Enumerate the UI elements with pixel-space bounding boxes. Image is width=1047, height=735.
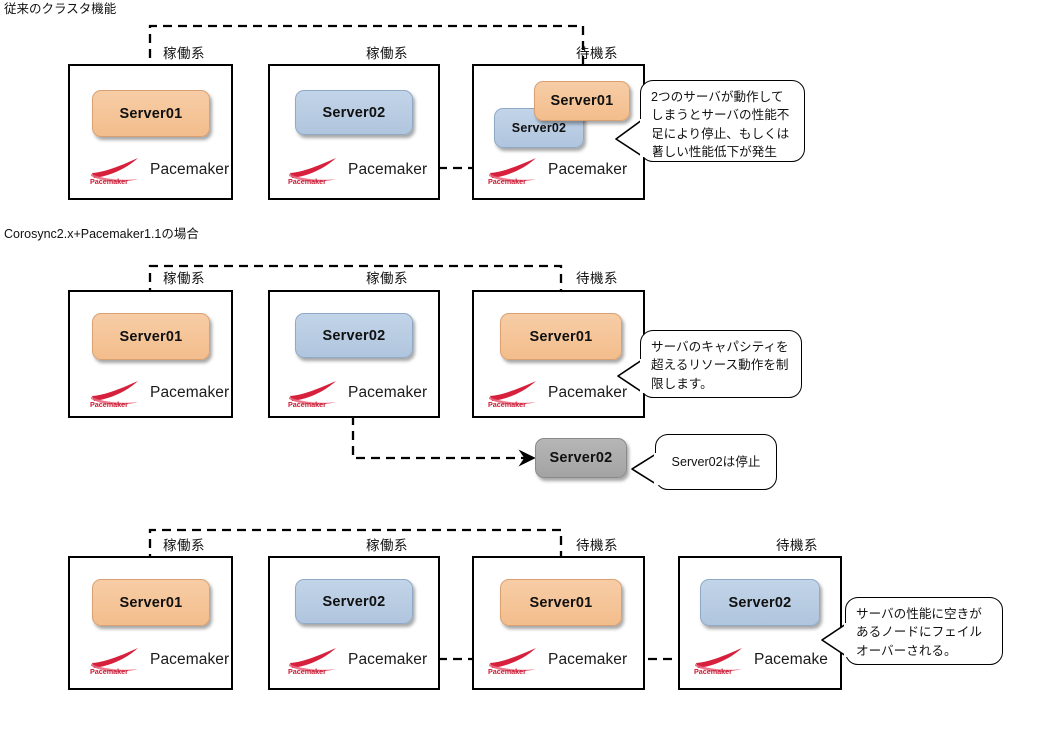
pacemaker-logo-icon: Pacemaker xyxy=(486,378,544,409)
brand-text-s3-node4: Pacemake xyxy=(754,651,829,668)
brand-text-s2-node2: Pacemaker xyxy=(348,384,428,401)
chip-s3-server02-node2: Server02 xyxy=(295,579,413,624)
brand-s2-node2: Pacemaker Pacemaker xyxy=(286,378,428,409)
callout-s1-warning: 2つのサーバが動作してしまうとサーバの性能不足により停止、もしくは著しい性能低下… xyxy=(640,80,805,162)
callout-s2-capacity: サーバのキャパシティを超えるリソース動作を制限します。 xyxy=(640,330,802,398)
chip-s1-server01-node3: Server01 xyxy=(534,81,630,121)
svg-text:Pacemaker: Pacemaker xyxy=(488,400,526,408)
svg-text:Pacemaker: Pacemaker xyxy=(288,177,326,185)
brand-text-s3-node2: Pacemaker xyxy=(348,651,428,668)
brand-text-s1-node1: Pacemaker xyxy=(150,161,230,178)
node-label-s1-active-2: 稼働系 xyxy=(366,46,408,61)
brand-s3-node2: Pacemaker Pacemaker xyxy=(286,645,428,676)
chip-s1-server02-node2: Server02 xyxy=(295,90,413,135)
brand-text-s3-node3: Pacemaker xyxy=(548,651,628,668)
chip-s2-server02-stopped: Server02 xyxy=(535,438,627,478)
pacemaker-logo-icon: Pacemaker xyxy=(286,155,344,186)
pacemaker-logo-icon: Pacemaker xyxy=(486,155,544,186)
callout-tail-s2-capacity xyxy=(617,359,651,393)
node-label-s2-active-2: 稼働系 xyxy=(366,271,408,286)
callout-s2-stopped: Server02は停止 xyxy=(655,434,777,490)
chip-s1-server01-node1: Server01 xyxy=(92,90,210,137)
brand-s2-node3: Pacemaker Pacemaker xyxy=(486,378,628,409)
svg-text:Pacemaker: Pacemaker xyxy=(90,177,128,185)
callout-tail-s1 xyxy=(615,119,653,157)
callout-tail-s3-failover xyxy=(821,623,855,657)
chip-s2-server01-node3: Server01 xyxy=(500,313,622,360)
pacemaker-logo-icon: Pacemaker xyxy=(88,645,146,676)
pacemaker-logo-icon: Pacemaker xyxy=(88,378,146,409)
brand-s1-node2: Pacemaker Pacemaker xyxy=(286,155,428,186)
chip-s3-server02-node4: Server02 xyxy=(700,579,820,626)
pacemaker-logo-icon: Pacemaker xyxy=(692,645,750,676)
brand-text-s2-node3: Pacemaker xyxy=(548,384,628,401)
pacemaker-logo-icon: Pacemaker xyxy=(486,645,544,676)
svg-text:Pacemaker: Pacemaker xyxy=(90,400,128,408)
brand-s1-node1: Pacemaker Pacemaker xyxy=(88,155,230,186)
brand-s3-node4: Pacemaker Pacemake xyxy=(692,645,829,676)
callout-s3-failover: サーバの性能に空きがあるノードにフェイルオーバーされる。 xyxy=(845,597,1003,665)
brand-s2-node1: Pacemaker Pacemaker xyxy=(88,378,230,409)
svg-text:Pacemaker: Pacemaker xyxy=(90,667,128,675)
node-label-s1-active-1: 稼働系 xyxy=(163,46,205,61)
node-label-s3-standby-4: 待機系 xyxy=(776,538,818,553)
pacemaker-logo-icon: Pacemaker xyxy=(286,378,344,409)
callout-tail-s2-stopped xyxy=(631,453,664,485)
brand-text-s3-node1: Pacemaker xyxy=(150,651,230,668)
node-label-s2-active-1: 稼働系 xyxy=(163,271,205,286)
node-label-s3-active-1: 稼働系 xyxy=(163,538,205,553)
chip-s2-server02-node2: Server02 xyxy=(295,313,413,358)
svg-text:Pacemaker: Pacemaker xyxy=(488,667,526,675)
node-label-s3-active-2: 稼働系 xyxy=(366,538,408,553)
chip-s3-server01-node1: Server01 xyxy=(92,579,210,626)
svg-text:Pacemaker: Pacemaker xyxy=(288,400,326,408)
pacemaker-logo-icon: Pacemaker xyxy=(286,645,344,676)
brand-s3-node3: Pacemaker Pacemaker xyxy=(486,645,628,676)
svg-text:Pacemaker: Pacemaker xyxy=(488,177,526,185)
svg-text:Pacemaker: Pacemaker xyxy=(288,667,326,675)
brand-text-s1-node3: Pacemaker xyxy=(548,161,628,178)
node-label-s1-standby-3: 待機系 xyxy=(576,46,618,61)
chip-s3-server01-node3: Server01 xyxy=(500,579,622,626)
node-label-s2-standby-3: 待機系 xyxy=(576,271,618,286)
brand-s1-node3: Pacemaker Pacemaker xyxy=(486,155,628,186)
section-title-legacy: 従来のクラスタ機能 xyxy=(4,2,117,16)
brand-text-s2-node1: Pacemaker xyxy=(150,384,230,401)
svg-text:Pacemaker: Pacemaker xyxy=(694,667,732,675)
brand-text-s1-node2: Pacemaker xyxy=(348,161,428,178)
pacemaker-logo-icon: Pacemaker xyxy=(88,155,146,186)
node-label-s3-standby-3: 待機系 xyxy=(576,538,618,553)
brand-s3-node1: Pacemaker Pacemaker xyxy=(88,645,230,676)
section-title-corosync: Corosync2.x+Pacemaker1.1の場合 xyxy=(4,227,199,241)
chip-s2-server01-node1: Server01 xyxy=(92,313,210,360)
